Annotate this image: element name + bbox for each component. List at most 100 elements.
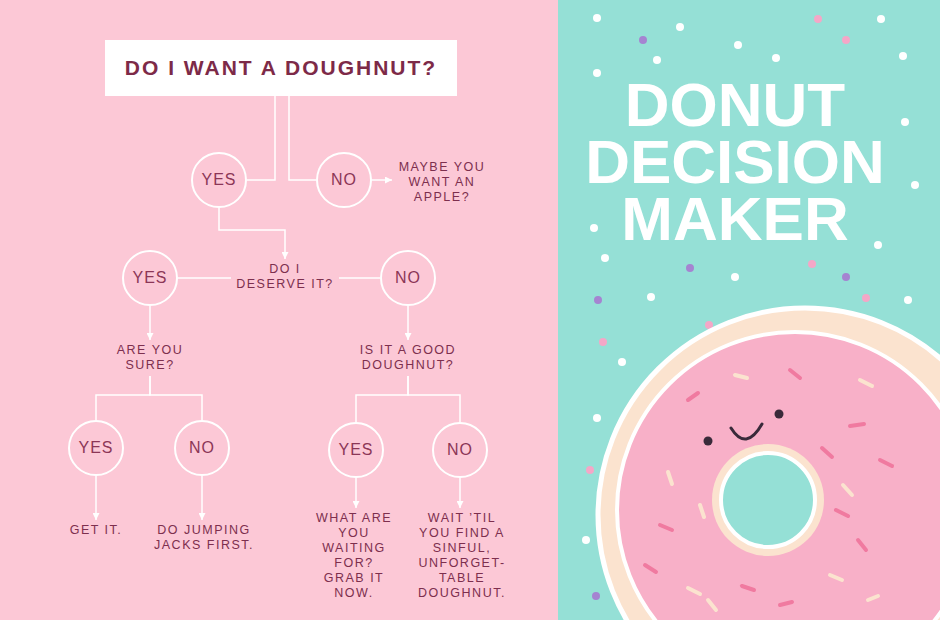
confetti-dot	[593, 14, 601, 22]
sprinkle	[688, 588, 700, 594]
confetti-dot	[877, 15, 885, 23]
confetti-dot	[618, 358, 626, 366]
node-text: DO I DESERVE IT?	[235, 262, 335, 292]
sprinkle	[850, 424, 864, 426]
sprinkle	[836, 510, 848, 516]
node-text: NO	[395, 269, 421, 287]
connector	[149, 306, 151, 340]
sprinkle	[780, 602, 792, 605]
sprinkle	[660, 525, 672, 530]
confetti-dot	[594, 296, 602, 304]
sprinkle	[708, 600, 716, 610]
circle-outline	[433, 423, 487, 477]
connector	[219, 208, 285, 259]
answer-circle: YES	[122, 250, 178, 306]
sprinkle	[735, 375, 747, 378]
confetti-dot	[686, 264, 694, 272]
sprinkle	[742, 586, 754, 590]
connector	[372, 179, 392, 181]
confetti-dot	[899, 52, 907, 60]
node-text: WHAT ARE YOU WAITING FOR? GRAB IT NOW.	[312, 511, 396, 601]
donut-eye	[775, 410, 784, 419]
node-text: ARE YOU SURE?	[105, 343, 195, 373]
node-text: IS IT A GOOD DOUGHNUT?	[352, 343, 464, 373]
connector	[150, 376, 202, 420]
circle-outline	[123, 251, 177, 305]
confetti-dot	[814, 15, 822, 23]
sprinkle	[790, 370, 800, 378]
connector	[178, 277, 231, 279]
node-text: YES	[132, 269, 167, 287]
question-box: DO I WANT A DOUGHNUT?	[105, 40, 457, 96]
sprinkle	[860, 380, 872, 386]
outcome-text: DO JUMPING JACKS FIRST.	[143, 520, 265, 556]
confetti-dot	[862, 294, 870, 302]
confetti-dot	[772, 54, 780, 62]
sprinkle	[858, 540, 866, 550]
sprinkle	[880, 460, 892, 466]
confetti-dot	[731, 273, 739, 281]
node-text: NO	[331, 171, 357, 189]
connector	[339, 277, 380, 279]
node-text: YES	[338, 441, 373, 459]
connector	[407, 306, 409, 340]
sprinkle	[868, 596, 878, 600]
donut-illustration	[598, 308, 940, 620]
donut-icing	[617, 332, 940, 620]
sprinkle	[645, 565, 656, 572]
node-text: MAYBE YOU WANT AN APPLE?	[396, 160, 488, 205]
connector	[408, 376, 460, 422]
confetti-dot	[653, 56, 661, 64]
connector	[201, 476, 203, 520]
confetti-dot	[592, 592, 600, 600]
confetti-dot	[734, 41, 742, 49]
donut-hole-ring	[712, 444, 824, 556]
circle-outline	[192, 153, 246, 207]
confetti-dot	[601, 254, 609, 262]
answer-circle: NO	[432, 422, 488, 478]
question-text: DO I DESERVE IT?	[231, 259, 339, 295]
answer-circle: NO	[380, 250, 436, 306]
node-text: YES	[201, 171, 236, 189]
sprinkle	[822, 448, 832, 457]
connector	[96, 376, 150, 420]
node-text: GET IT.	[61, 523, 131, 538]
connector	[247, 96, 275, 180]
confetti-dot	[593, 69, 601, 77]
circle-outline	[381, 251, 435, 305]
donut-eye	[704, 437, 713, 446]
question-text: IS IT A GOOD DOUGHNUT?	[348, 340, 468, 376]
answer-circle: NO	[316, 152, 372, 208]
donut-smile	[731, 424, 762, 439]
outcome-text: GET IT.	[57, 520, 135, 541]
pink-panel	[0, 0, 559, 620]
sprinkle	[688, 393, 698, 400]
connector	[356, 376, 408, 422]
confetti-dot	[676, 23, 684, 31]
answer-circle: YES	[68, 420, 124, 476]
confetti-dot	[808, 260, 816, 268]
confetti-dot	[904, 296, 912, 304]
confetti-dot	[874, 241, 882, 249]
sprinkle	[830, 575, 842, 580]
confetti-dot	[586, 466, 594, 474]
confetti-dot	[639, 36, 647, 44]
connector	[355, 478, 357, 508]
sprinkle	[843, 485, 852, 495]
confetti-dot	[901, 118, 909, 126]
connector	[459, 478, 461, 508]
node-text: NO	[447, 441, 473, 459]
donut-hole	[721, 453, 815, 547]
confetti-dot	[590, 224, 598, 232]
question-text: ARE YOU SURE?	[101, 340, 199, 376]
connector	[289, 96, 316, 180]
sprinkles	[645, 370, 892, 610]
connector	[95, 476, 97, 520]
node-text: YES	[78, 439, 113, 457]
confetti-dot	[842, 36, 850, 44]
circle-outline	[69, 421, 123, 475]
confetti-dot	[593, 414, 601, 422]
confetti-dot	[647, 293, 655, 301]
outcome-text: WAIT ’TIL YOU FIND A SINFUL, UNFORGET- T…	[410, 508, 514, 604]
